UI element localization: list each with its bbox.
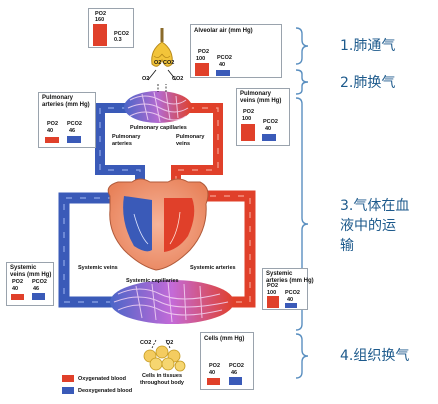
sys-vein-title: Systemic veins (mm Hg) [10, 265, 52, 278]
systemic-veins-card: Systemic veins (mm Hg) PO2 40 PCO2 46 [6, 262, 54, 306]
cells-pco2-bar [229, 377, 242, 385]
legend-deoxygenated-swatch [62, 387, 74, 394]
pv-po2-bar [241, 124, 255, 141]
systemic-capillaries-label: Systemic capillaries [126, 278, 179, 284]
pv-po2-value: 100 [242, 116, 252, 122]
pv-pco2-bar [262, 134, 276, 141]
cells-card: Cells (mm Hg) PO2 40 PCO2 46 [200, 332, 254, 390]
pulmonary-veins-label: Pulmonary veins [176, 134, 205, 147]
pa-po2-value: 40 [47, 128, 54, 134]
atm-pco2-value: 0.3 [114, 37, 122, 43]
co2-top-label: CO2 [172, 76, 184, 82]
atm-po2-value: 160 [95, 17, 105, 23]
sa-po2-value: 100 [267, 290, 277, 296]
pulm-art-title: Pulmonary arteries (mm Hg) [42, 95, 90, 108]
sv-pco2-bar [32, 293, 45, 300]
pulm-vein-title: Pulmonary veins (mm Hg) [240, 91, 282, 104]
pa-pco2-value: 46 [69, 128, 76, 134]
alv-pco2-value: 40 [219, 62, 226, 68]
sa-pco2-label: PCO2 [285, 290, 300, 296]
tissue-cells-icon [143, 345, 186, 372]
pv-pco2-label: PCO2 [263, 119, 278, 125]
legend-oxygenated-label: Oxygenated blood [78, 376, 126, 382]
brace-stage-4 [295, 333, 309, 379]
sv-pco2-value: 46 [33, 286, 40, 292]
o2-top-label: O2 [142, 76, 150, 82]
legend-oxygenated-swatch [62, 375, 74, 382]
lungs-icon [151, 28, 173, 67]
pa-po2-bar [45, 137, 59, 143]
brace-stage-1 [295, 27, 309, 65]
pa-pco2-bar [67, 136, 81, 143]
legend-deoxygenated-label: Deoxygenated blood [78, 388, 133, 394]
alv-pco2-label: PCO2 [217, 55, 232, 61]
systemic-veins-label: Systemic veins [78, 265, 118, 271]
systemic-arteries-label: Systemic arteries [190, 265, 236, 271]
pa-pco2-label: PCO2 [67, 121, 82, 127]
brace-stage-3 [295, 97, 309, 331]
pv-po2-label: PO2 [243, 109, 255, 115]
stage-4-label: 4.组织换气 [340, 348, 410, 364]
stage-1-label: 1.肺通气 [340, 38, 396, 54]
alv-po2-label: PO2 [198, 49, 210, 55]
pa-po2-label: PO2 [47, 121, 59, 127]
sv-po2-label: PO2 [12, 279, 24, 285]
cells-po2-value: 40 [209, 370, 216, 376]
cells-pco2-value: 46 [231, 370, 238, 376]
o2-lung-label: O2 [154, 60, 162, 66]
sv-po2-bar [11, 294, 24, 300]
alv-po2-bar [195, 63, 209, 76]
atm-po2-label: PO2 [95, 11, 107, 17]
co2-bottom-label: CO2 [140, 340, 152, 346]
sa-po2-bar [267, 296, 279, 308]
cells-in-tissues-label: Cells in tissues throughout body [140, 373, 184, 386]
cells-pco2-label: PCO2 [229, 363, 244, 369]
pulmonary-capillaries-label: Pulmonary capillaries [130, 125, 187, 131]
sys-art-title: Systemic arteries (mm Hg) [266, 271, 314, 284]
sa-pco2-value: 40 [287, 297, 294, 303]
cells-po2-label: PO2 [209, 363, 221, 369]
pv-pco2-value: 40 [265, 126, 272, 132]
alv-pco2-bar [216, 70, 230, 76]
atmosphere-gas-card: PO2 160 PCO2 0.3 [88, 8, 134, 48]
alv-po2-value: 100 [196, 56, 206, 62]
stage-3-label: 3.气体在血 液中的运 输 [340, 198, 410, 254]
brace-stage-2 [295, 69, 309, 95]
o2-bottom-label: O2 [166, 340, 174, 346]
alveolar-air-card: Alveolar air (mm Hg) PO2 100 PCO2 40 [190, 24, 282, 78]
cells-title: Cells (mm Hg) [204, 336, 245, 342]
atm-po2-bar [93, 24, 107, 46]
pulmonary-veins-card: Pulmonary veins (mm Hg) PO2 100 PCO2 40 [236, 88, 290, 146]
atm-pco2-label: PCO2 [114, 31, 129, 37]
sa-po2-label: PO2 [267, 283, 279, 289]
sv-pco2-label: PCO2 [32, 279, 47, 285]
pulmonary-arteries-card: Pulmonary arteries (mm Hg) PO2 40 PCO2 4… [38, 92, 96, 148]
alveolar-title: Alveolar air (mm Hg) [194, 28, 253, 34]
systemic-arteries-card: Systemic arteries (mm Hg) PO2 100 PCO2 4… [262, 268, 314, 310]
cells-po2-bar [207, 378, 220, 385]
heart-icon [107, 178, 209, 271]
stage-2-label: 2.肺换气 [340, 75, 396, 91]
co2-lung-label: CO2 [163, 60, 175, 66]
pulmonary-arteries-label: Pulmonary arteries [112, 134, 141, 147]
sv-po2-value: 40 [12, 286, 19, 292]
sa-pco2-bar [285, 303, 297, 308]
